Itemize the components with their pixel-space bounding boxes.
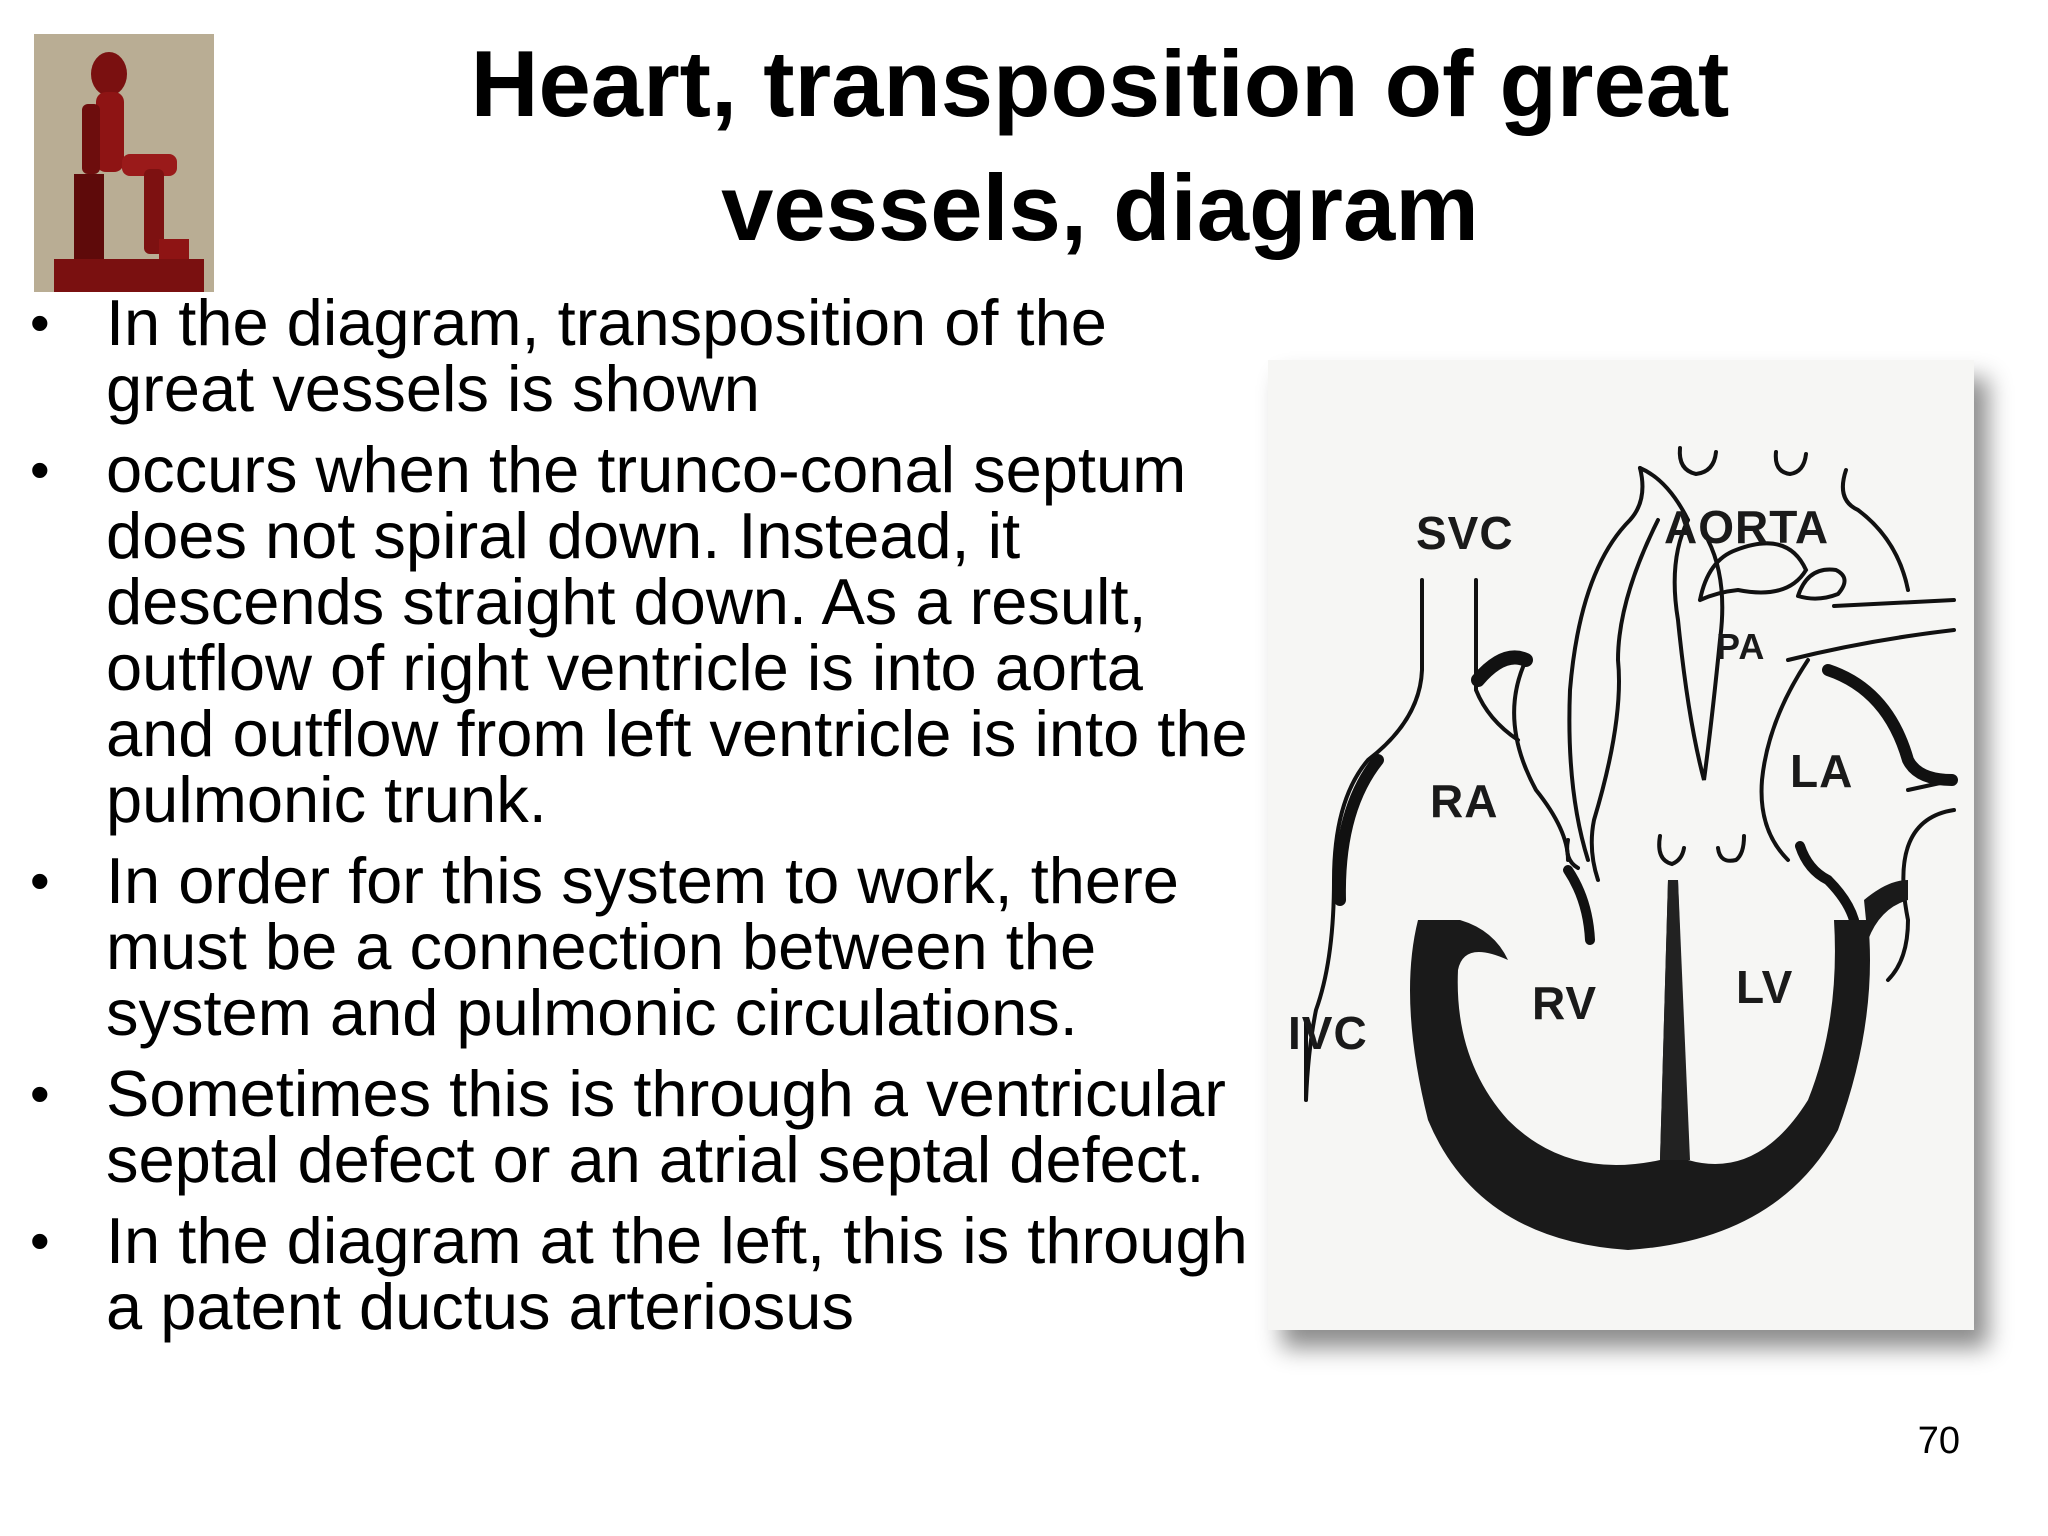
label-pa: PA	[1716, 626, 1766, 667]
bullet-glyph: •	[30, 1062, 50, 1125]
bullet-text: In order for this system to work, there …	[106, 844, 1179, 1049]
slide-title: Heart, transposition of great vessels, d…	[470, 31, 1730, 260]
bullet-glyph: •	[30, 291, 50, 354]
bullet-text: occurs when the trunco-conal septum does…	[106, 433, 1248, 836]
bullet-glyph: •	[30, 1209, 50, 1272]
page-number: 70	[1917, 1420, 1960, 1462]
bullet-text: In the diagram, transposition of the gre…	[106, 286, 1107, 425]
heart-diagram: SVC AORTA PA RA LA RV LV IVC	[1268, 360, 1974, 1330]
label-svc: SVC	[1416, 507, 1514, 559]
bullet-glyph: •	[30, 849, 50, 912]
label-rv: RV	[1532, 977, 1598, 1029]
bullet-text: In the diagram at the left, this is thro…	[106, 1204, 1248, 1343]
label-la: LA	[1790, 745, 1854, 797]
bullet-item: • In the diagram at the left, this is th…	[28, 1208, 1268, 1340]
seated-figure-image	[34, 34, 214, 292]
label-ivc: IVC	[1288, 1007, 1368, 1059]
label-ra: RA	[1430, 775, 1499, 827]
statue-thumbnail	[34, 34, 214, 292]
bullet-item: • In the diagram, transposition of the g…	[28, 290, 1268, 422]
bullet-item: • Sometimes this is through a ventricula…	[28, 1061, 1268, 1193]
bullet-item: • In order for this system to work, ther…	[28, 848, 1268, 1046]
bullet-glyph: •	[30, 438, 50, 501]
bullet-list: • In the diagram, transposition of the g…	[28, 290, 1268, 1355]
heart-drawing	[1304, 446, 1958, 1250]
bullet-item: • occurs when the trunco-conal septum do…	[28, 437, 1268, 833]
label-lv: LV	[1736, 961, 1794, 1013]
label-aorta: AORTA	[1664, 501, 1830, 553]
bullet-text: Sometimes this is through a ventricular …	[106, 1057, 1226, 1196]
